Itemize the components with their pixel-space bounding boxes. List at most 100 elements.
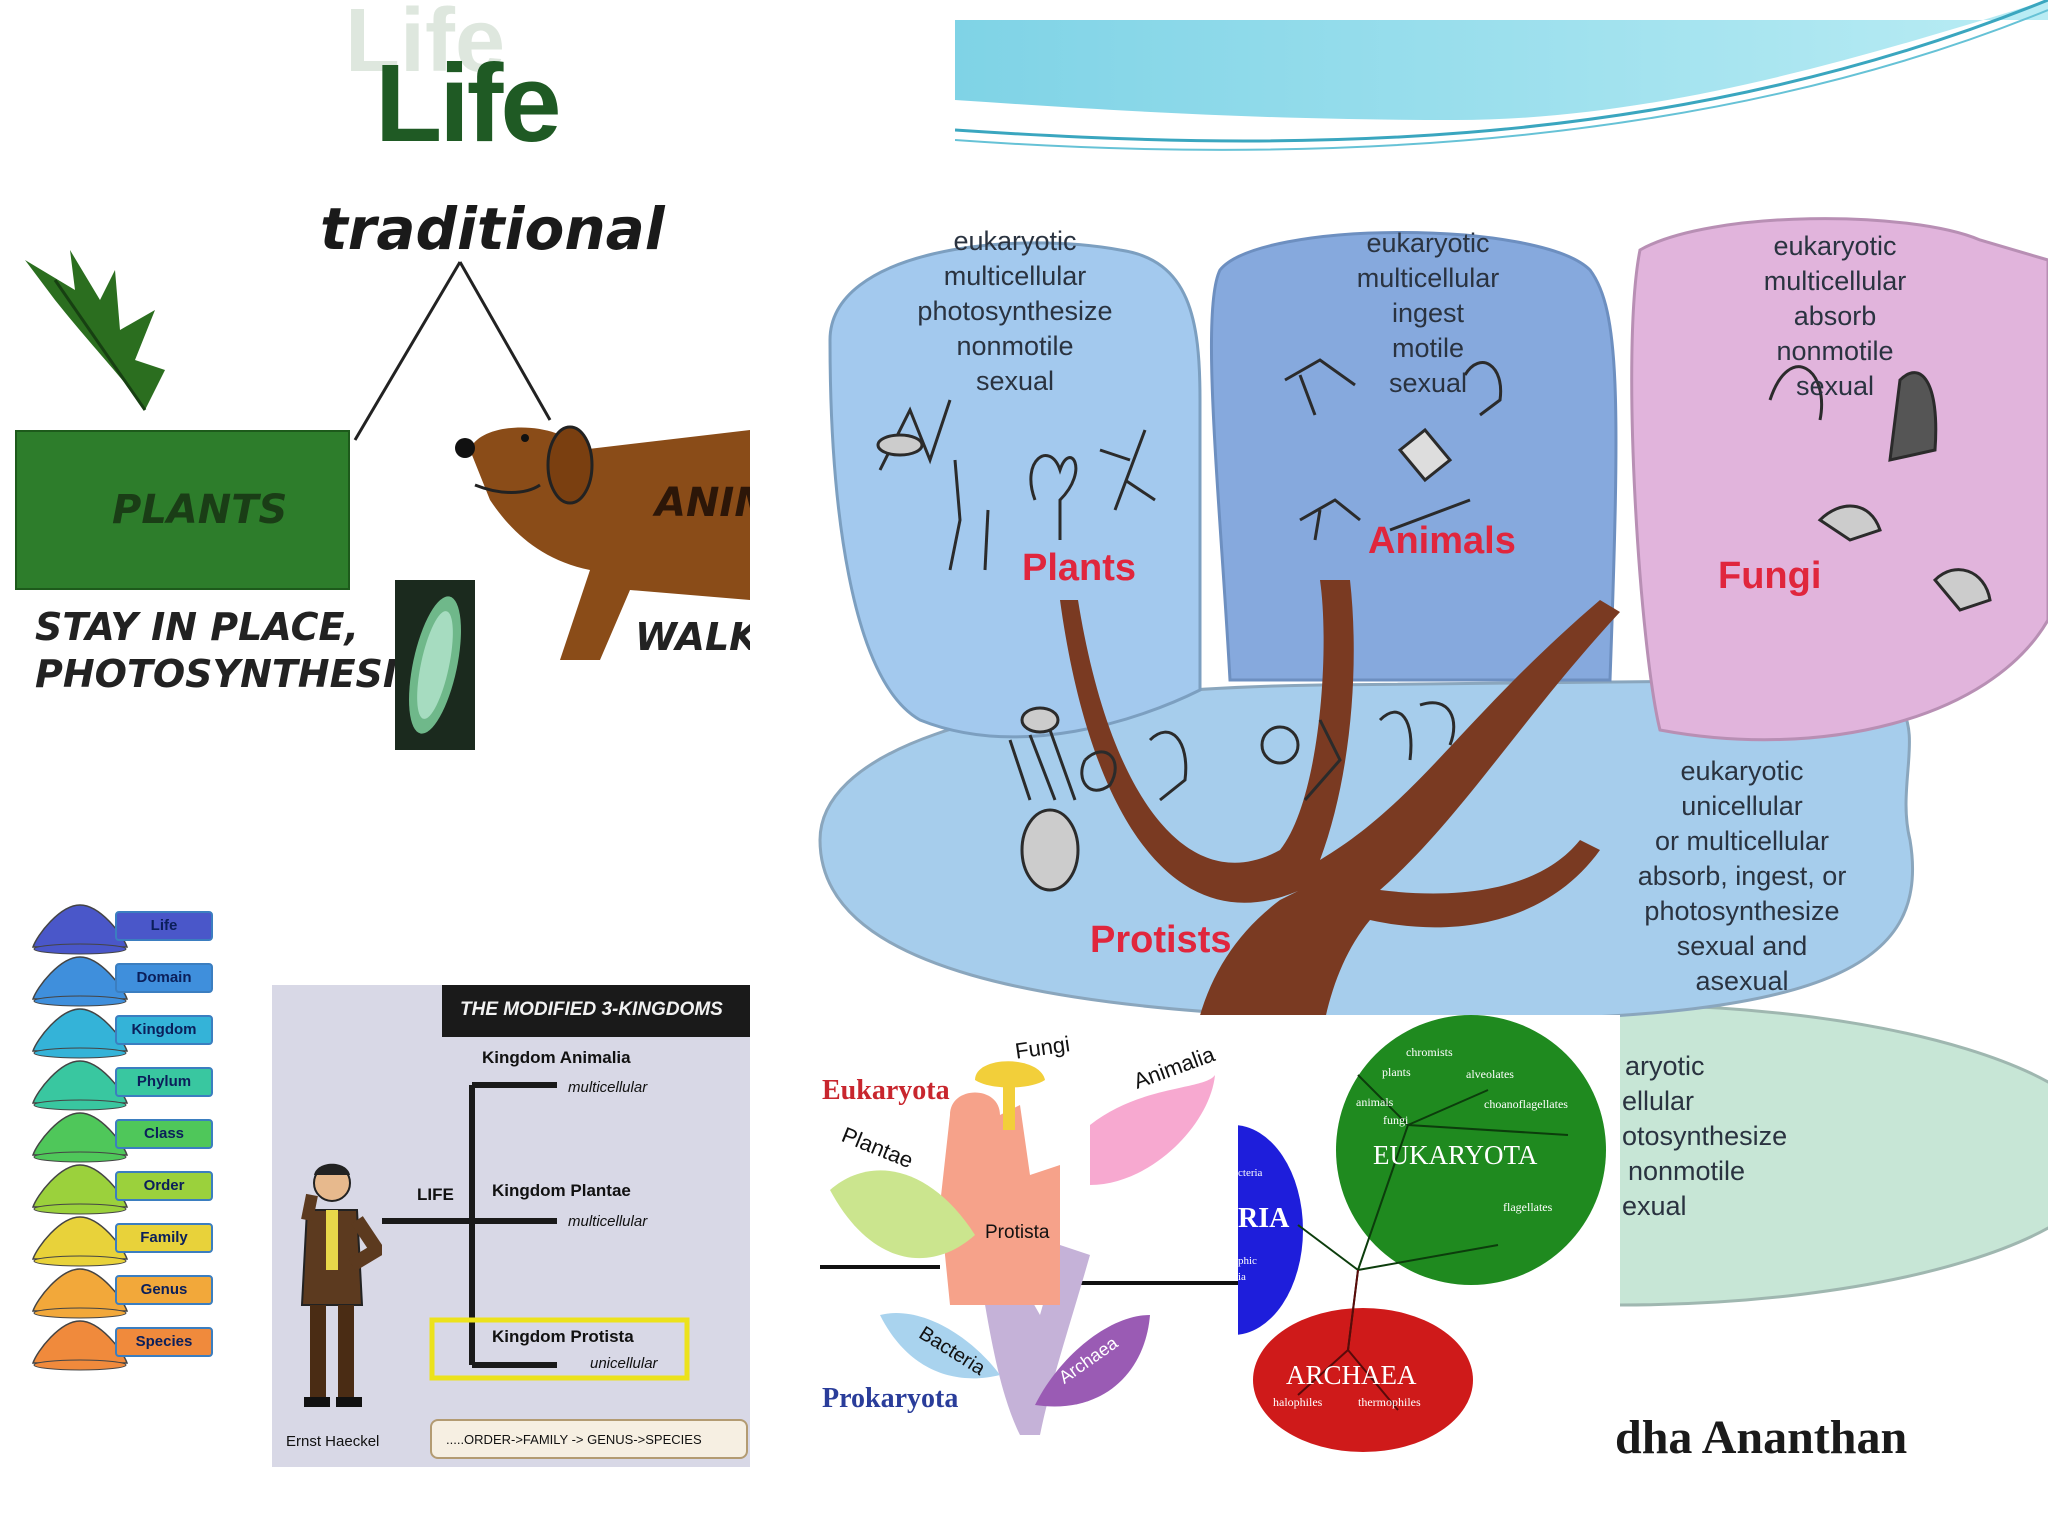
fungi-kingdom-label: Fungi <box>1718 555 1821 597</box>
eukaryota-group-plants: plants <box>1382 1065 1411 1079</box>
traditional-branch-lines <box>353 261 552 441</box>
plantae-leaf <box>830 1170 975 1259</box>
animals-kingdom-label: Animals <box>1368 520 1516 562</box>
protista-label: Protista <box>985 1222 1050 1243</box>
svg-text:absorb, ingest, or: absorb, ingest, or <box>1638 861 1847 891</box>
dog-icon <box>455 425 750 660</box>
svg-text:sexual: sexual <box>1796 371 1874 401</box>
eukaryota-label: Eukaryota <box>822 1075 950 1106</box>
tree-trunk <box>1060 580 1620 1160</box>
svg-text:eukaryotic: eukaryotic <box>1366 228 1489 258</box>
prokaryota-label: Prokaryota <box>822 1383 959 1414</box>
svg-text:aryotic: aryotic <box>1625 1051 1705 1081</box>
haeckel-branch-lines <box>382 1082 690 1381</box>
svg-text:eukaryotic: eukaryotic <box>953 226 1076 256</box>
animals-caption: WALK . <box>635 615 750 659</box>
archaea-blob <box>1035 1315 1150 1407</box>
header-swoosh-decoration <box>955 0 2048 151</box>
plants-caption-line2: PHOTOSYNTHESIS <box>35 652 425 696</box>
bacteria-circle <box>1238 1125 1303 1335</box>
svg-text:nonmotile: nonmotile <box>1628 1156 1745 1186</box>
life-logo-shadow: Life <box>345 0 506 91</box>
ladder-cones <box>31 904 129 1371</box>
leaf-icon <box>25 250 165 411</box>
domain-circles-diagram <box>1238 1015 1606 1452</box>
branch-protista-name: Kingdom Protista <box>492 1327 634 1346</box>
animals-traits: eukaryotic multicellular ingest motile s… <box>1357 228 1500 398</box>
fungi-traits: eukaryotic multicellular absorb nonmotil… <box>1764 231 1907 401</box>
ladder-cone-base-species <box>33 1359 127 1371</box>
ladder-cone-base-kingdom <box>33 1047 127 1059</box>
bacteria-blob <box>880 1313 1000 1379</box>
plants-kingdom-label: Plants <box>1022 547 1136 589</box>
ladder-cone-domain <box>31 956 129 1000</box>
svg-text:eukaryotic: eukaryotic <box>1773 231 1896 261</box>
ladder-cone-species <box>31 1320 129 1364</box>
ladder-cone-base-class <box>33 1151 127 1163</box>
archaea-group-thermophiles: thermophiles <box>1358 1395 1421 1409</box>
haeckel-footer-box: .....ORDER->FAMILY -> GENUS->SPECIES <box>430 1419 748 1459</box>
ladder-level-species: Species <box>115 1327 213 1357</box>
svg-text:or multicellular: or multicellular <box>1655 826 1829 856</box>
animals-label: ANIM <box>655 480 750 526</box>
ladder-level-domain: Domain <box>115 963 213 993</box>
svg-text:ingest: ingest <box>1392 298 1465 328</box>
ernst-haeckel-figure <box>300 1163 382 1407</box>
eukaryota-group-animals: animals <box>1356 1095 1394 1109</box>
svg-text:multicellular: multicellular <box>944 261 1087 291</box>
bacteria-group-1: cteria <box>1238 1167 1263 1179</box>
organism-sketches <box>876 358 1992 892</box>
bacteria-fragment-label: RIA <box>1238 1203 1290 1234</box>
protista-blob <box>940 1092 1060 1305</box>
svg-text:sexual: sexual <box>1389 368 1467 398</box>
protists-kingdom-label: Protists <box>1090 919 1231 961</box>
svg-text:sexual: sexual <box>976 366 1054 396</box>
haeckel-three-kingdoms-panel: THE MODIFIED 3-KINGDOMS LIFE Kingdom Ani… <box>272 985 750 1467</box>
three-domain-cartoon-panel: Eukaryota Prokaryota Fungi Animalia Plan… <box>810 1015 1240 1445</box>
svg-text:multicellular: multicellular <box>1357 263 1500 293</box>
plants-traits: eukaryotic multicellular photosynthesize… <box>917 226 1112 396</box>
traditional-subtitle: traditional <box>320 195 665 263</box>
ladder-cone-order <box>31 1164 129 1208</box>
ladder-cone-phylum <box>31 1060 129 1104</box>
plants-lobe <box>828 241 1202 739</box>
ladder-level-life: Life <box>115 911 213 941</box>
svg-text:photosynthesize: photosynthesize <box>1644 896 1839 926</box>
ladder-cone-class <box>31 1112 129 1156</box>
ladder-cone-kingdom <box>31 1008 129 1052</box>
author-credit: dha Ananthan <box>1615 1411 1908 1464</box>
archaea-circle <box>1253 1308 1473 1452</box>
protists-traits: eukaryotic unicellular or multicellular … <box>1638 756 1847 996</box>
plants-caption-line1: STAY IN PLACE, <box>35 605 359 649</box>
haeckel-footer: .....ORDER->FAMILY -> GENUS->SPECIES <box>446 1432 702 1447</box>
eukaryota-group-choanoflagellates: choanoflagellates <box>1484 1097 1568 1111</box>
bacteria-group-2: phic <box>1238 1255 1257 1267</box>
svg-text:ellular: ellular <box>1622 1086 1694 1116</box>
three-domain-tree-illustration <box>820 1061 1240 1435</box>
plants-label: PLANTS <box>112 487 288 533</box>
eukaryota-circle <box>1336 1015 1606 1285</box>
eukaryota-circle-label: EUKARYOTA <box>1373 1140 1538 1170</box>
plants-box: PLANTS <box>15 430 350 590</box>
svg-text:exual: exual <box>1622 1191 1687 1221</box>
ladder-cone-base-domain <box>33 995 127 1007</box>
bacteria-group-3: ia <box>1238 1271 1246 1283</box>
eukaryota-group-chromists: chromists <box>1406 1045 1453 1059</box>
svg-text:motile: motile <box>1392 333 1464 363</box>
ladder-cone-life <box>31 904 129 948</box>
branch-plantae-name: Kingdom Plantae <box>492 1181 631 1200</box>
svg-text:asexual: asexual <box>1695 966 1788 996</box>
branch-animalia-note: multicellular <box>568 1079 648 1096</box>
ladder-cone-base-life <box>33 943 127 955</box>
ladder-level-family: Family <box>115 1223 213 1253</box>
svg-text:absorb: absorb <box>1794 301 1877 331</box>
ladder-level-phylum: Phylum <box>115 1067 213 1097</box>
ladder-level-class: Class <box>115 1119 213 1149</box>
ladder-cone-base-family <box>33 1255 127 1267</box>
life-logo: Life <box>375 42 562 165</box>
svg-text:nonmotile: nonmotile <box>956 331 1073 361</box>
ladder-cone-genus <box>31 1268 129 1312</box>
ladder-level-order: Order <box>115 1171 213 1201</box>
monera-traits-fragment: aryotic ellular otosynthesize nonmotile … <box>1622 1051 1787 1221</box>
eukaryota-group-fungi: fungi <box>1383 1113 1409 1127</box>
